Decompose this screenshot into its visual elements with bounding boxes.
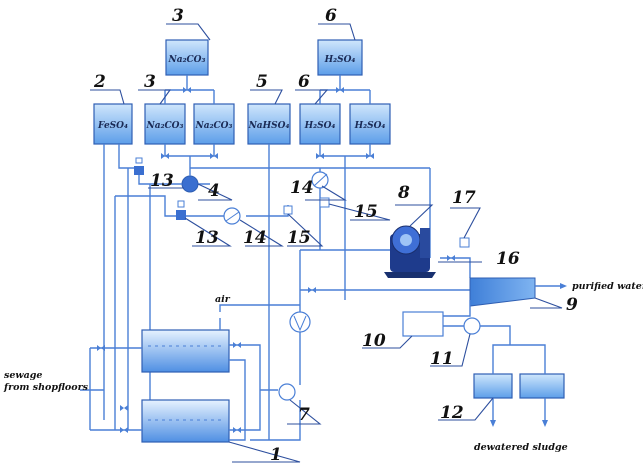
tank-label: FeSO₄ [97,121,128,131]
vessel-10 [402,311,444,337]
label-3: 3 [144,72,156,92]
tank-feso4: FeSO₄ [93,103,133,145]
label-7: 7 [298,405,310,425]
mixer-unit-8 [384,225,436,278]
label-1: 1 [270,445,282,465]
purified-water-label: purified water [572,281,643,292]
tank-label: H₂SO₄ [304,121,336,131]
label-10: 10 [362,331,386,351]
tank-na2co3-b: Na₂CO₃ [193,103,235,145]
pump-11 [443,317,511,345]
label-13a: 13 [150,171,174,191]
tank-na2co3-top: Na₂CO₃ [165,39,209,76]
reagent-collector-pipes [103,144,430,440]
reagent-pump-4 [149,168,210,430]
dosing-line-lower [114,195,293,430]
tank-label: Na₂CO₃ [146,121,184,131]
sewage-label: sewage [4,370,42,381]
leader-lines [90,23,563,463]
label-3-top: 3 [172,6,184,26]
flow-control-14-15 [311,168,346,300]
label-15b: 15 [287,228,311,248]
tank-label: NaHSO₄ [248,121,290,131]
pump-7 [278,383,296,401]
tank-h2so4-top: H₂SO₄ [317,39,363,76]
tank-label: Na₂CO₃ [168,55,206,65]
sewage-label-2: from shopfloors [3,382,89,393]
reactor-lower [141,399,230,443]
dewatered-sludge-label: dewatered sludge [474,442,568,453]
label-5: 5 [256,72,268,92]
tank-nahso4: NaHSO₄ [247,103,291,145]
reactor-pipes [80,304,301,441]
label-16: 16 [496,249,520,269]
label-15a: 15 [354,202,378,222]
dosing-unit-13a [134,157,150,185]
tank-label: Na₂CO₃ [195,121,233,131]
label-4: 4 [208,181,220,201]
filter-press-12b [519,373,565,399]
air-label: air [215,294,231,305]
label-12: 12 [440,403,464,423]
sludge-pipes [490,344,548,427]
top-tank-feed-pipes [164,75,371,104]
label-8: 8 [397,183,410,203]
label-17: 17 [452,188,476,208]
filter-press-12a [473,373,513,399]
tank-h2so4-a: H₂SO₄ [299,103,341,145]
label-14b: 14 [243,228,267,248]
tank-label: H₂SO₄ [354,121,386,131]
label-11: 11 [430,349,454,369]
label-6-top: 6 [325,6,337,26]
tank-h2so4-b: H₂SO₄ [349,103,391,145]
label-14a: 14 [290,178,314,198]
label-2: 2 [93,72,106,92]
tank-na2co3-a: Na₂CO₃ [144,103,186,145]
label-6: 6 [298,72,310,92]
pump-center [289,311,311,333]
reactor-upper [141,329,230,373]
label-9: 9 [566,295,578,315]
label-13b: 13 [195,228,219,248]
tank-label: H₂SO₄ [324,55,356,65]
